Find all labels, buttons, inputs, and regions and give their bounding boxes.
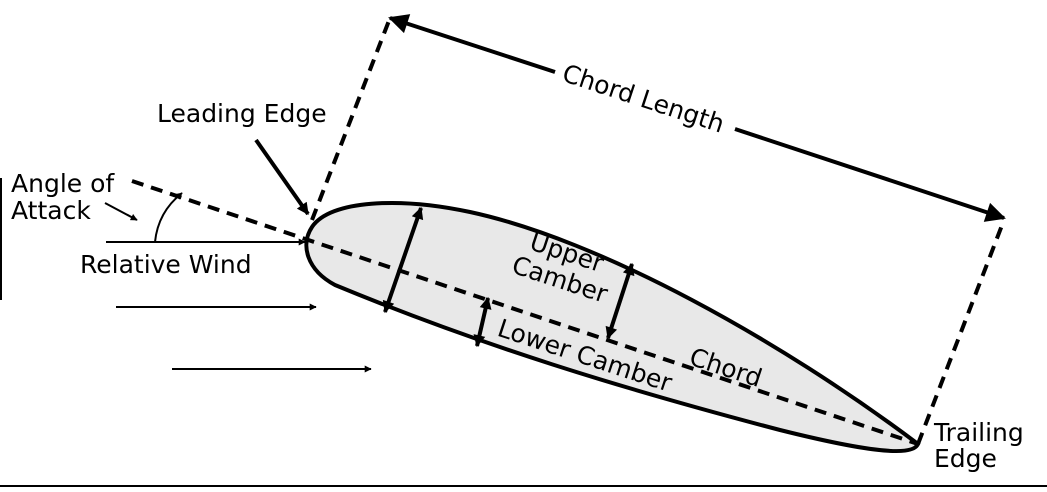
trailing-edge-label-line1: Trailing xyxy=(933,418,1024,447)
angle-of-attack-label-line2: Attack xyxy=(11,196,91,225)
lower-camber-arrow xyxy=(473,296,492,348)
upper-camber-arrow xyxy=(605,262,635,340)
chord-length-label: Chord Length xyxy=(559,58,728,138)
angle-of-attack-arc xyxy=(154,192,183,243)
leading-edge-pointer xyxy=(254,138,310,216)
chord-length-arrow-left xyxy=(388,14,556,74)
chord-line xyxy=(131,179,919,446)
relative-wind-label: Relative Wind xyxy=(80,250,252,279)
chord-length-extension-right xyxy=(916,219,1006,445)
leading-edge-label: Leading Edge xyxy=(157,99,327,128)
thickness-arrow xyxy=(382,206,424,314)
angle-of-attack-pointer xyxy=(104,202,138,221)
angle-of-attack-label-line1: Angle of xyxy=(11,169,115,198)
trailing-edge-label-line2: Edge xyxy=(934,444,997,473)
chord-length-arrow-right xyxy=(734,127,1006,222)
chord-length-extension-left xyxy=(310,17,392,221)
